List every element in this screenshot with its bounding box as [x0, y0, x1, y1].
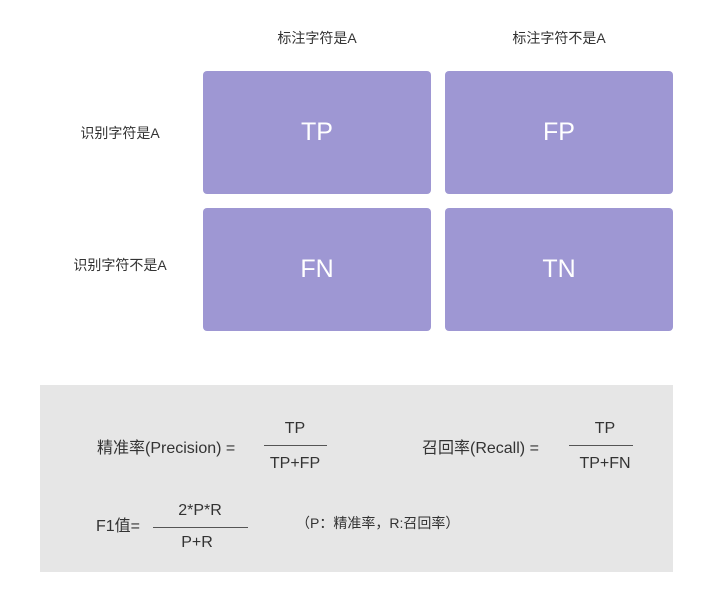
f1-note: （P：精准率，R:召回率） — [296, 515, 460, 531]
formula-panel — [40, 385, 673, 572]
cell-fn: FN — [203, 208, 431, 331]
row-header-recognized-a: 识别字符是A — [80, 125, 160, 141]
precision-numerator: TP — [284, 420, 306, 437]
cell-tn: TN — [445, 208, 673, 331]
recall-denominator: TP+FN — [579, 455, 631, 472]
cell-tp: TP — [203, 71, 431, 194]
cell-fp: FP — [445, 71, 673, 194]
row-header-recognized-not-a: 识别字符不是A — [73, 257, 167, 273]
recall-fraction-line — [569, 445, 633, 446]
column-header-labeled-a: 标注字符是A — [277, 30, 357, 46]
precision-label: 精准率(Precision) = — [97, 440, 236, 457]
precision-fraction-line — [264, 445, 327, 446]
recall-numerator: TP — [594, 420, 616, 437]
f1-numerator: 2*P*R — [178, 502, 222, 519]
f1-fraction-line — [153, 527, 248, 528]
recall-label: 召回率(Recall) = — [422, 440, 539, 457]
column-header-labeled-not-a: 标注字符不是A — [512, 30, 606, 46]
f1-label: F1值= — [96, 518, 141, 535]
precision-denominator: TP+FP — [269, 455, 321, 472]
f1-denominator: P+R — [181, 534, 213, 551]
